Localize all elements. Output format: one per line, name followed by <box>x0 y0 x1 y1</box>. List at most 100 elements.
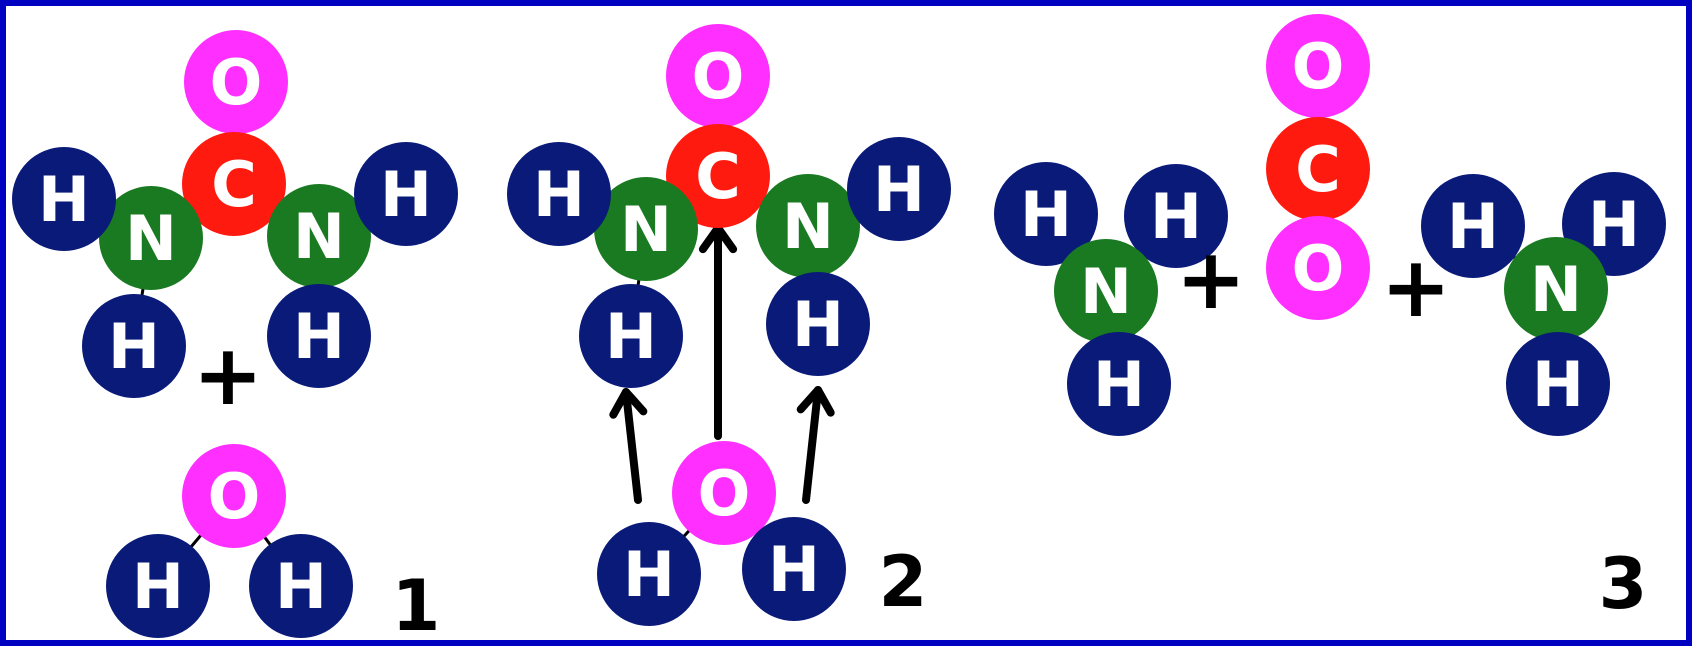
urea-2-hydrogen-atom: H <box>766 272 870 376</box>
hydrogen-atom-symbol: H <box>108 310 160 383</box>
oxygen-atom-disc <box>666 24 770 128</box>
plus-sign-1: + <box>193 326 263 424</box>
step-label-3: 3 <box>1599 543 1648 625</box>
step-label-2: 2 <box>879 541 928 623</box>
nitrogen-atom-symbol: N <box>782 190 834 263</box>
ammonia-1-hydrogen-atom: H <box>994 162 1098 266</box>
carbon-atom-disc <box>1266 117 1370 221</box>
hydrogen-atom-disc <box>1421 174 1525 278</box>
ammonia-2-hydrogen-atom: H <box>1421 174 1525 278</box>
carbon-atom-symbol: C <box>695 140 741 213</box>
nitrogen-atom-symbol: N <box>1530 253 1582 326</box>
reaction-arrow <box>609 388 648 504</box>
carbon-atom-disc <box>182 132 286 236</box>
hydrogen-atom-disc <box>597 522 701 626</box>
urea-1-hydrogen-atom: H <box>354 142 458 246</box>
urea-1-oxygen-atom: O <box>184 30 288 134</box>
hydrogen-atom-disc <box>579 284 683 388</box>
urea-1-carbon-atom: C <box>182 132 286 236</box>
carbon-atom-symbol: C <box>211 148 257 221</box>
urea-2-nitrogen-left-atom: N <box>594 177 698 281</box>
co2-carbon-atom: C <box>1266 117 1370 221</box>
hydrogen-atom-symbol: H <box>873 153 925 226</box>
urea-1-hydrogen-atom: H <box>12 147 116 251</box>
water-2-hydrogen-atom: H <box>597 522 701 626</box>
plus-sign-3: + <box>1381 238 1451 336</box>
urea-1-hydrogen-atom: H <box>267 284 371 388</box>
oxygen-atom-symbol: O <box>698 457 751 530</box>
water-1-oxygen-atom: O <box>182 444 286 548</box>
nitrogen-atom-disc <box>99 186 203 290</box>
oxygen-atom-symbol: O <box>692 40 745 113</box>
urea-2-hydrogen-atom: H <box>507 142 611 246</box>
hydrogen-atom-disc <box>742 517 846 621</box>
arrow-head <box>609 388 648 419</box>
urea-2-oxygen-atom: O <box>666 24 770 128</box>
text-layer: + + + 1 2 3 <box>193 230 1648 640</box>
water-1-hydrogen-atom: H <box>249 534 353 638</box>
ammonia-2-hydrogen-atom: H <box>1506 332 1610 436</box>
hydrogen-atom-disc <box>1506 332 1610 436</box>
hydrogen-atom-disc <box>1067 332 1171 436</box>
oxygen-atom-symbol: O <box>210 46 263 119</box>
hydrogen-atom-disc <box>766 272 870 376</box>
nitrogen-atom-disc <box>594 177 698 281</box>
reaction-arrow <box>796 386 835 504</box>
nitrogen-atom-symbol: N <box>293 200 345 273</box>
hydrogen-atom-symbol: H <box>380 158 432 231</box>
urea-1-nitrogen-left-atom: N <box>99 186 203 290</box>
hydrogen-atom-disc <box>106 534 210 638</box>
oxygen-atom-symbol: O <box>1292 30 1345 103</box>
water-2-oxygen-atom: O <box>672 441 776 545</box>
ammonia-2-nitrogen-atom: N <box>1504 237 1608 341</box>
hydrogen-atom-disc <box>82 294 186 398</box>
hydrogen-atom-symbol: H <box>1020 178 1072 251</box>
water-1-hydrogen-atom: H <box>106 534 210 638</box>
urea-1-nitrogen-right-atom: N <box>267 184 371 288</box>
urea-2-hydrogen-atom: H <box>579 284 683 388</box>
hydrogen-atom-symbol: H <box>1093 348 1145 421</box>
urea-2-carbon-atom: C <box>666 124 770 228</box>
water-2-hydrogen-atom: H <box>742 517 846 621</box>
arrow-shaft <box>622 388 642 504</box>
hydrogen-atom-symbol: H <box>1150 180 1202 253</box>
hydrogen-atom-symbol: H <box>1588 188 1640 261</box>
carbon-atom-symbol: C <box>1295 133 1341 206</box>
hydrogen-atom-disc <box>847 137 951 241</box>
hydrogen-atom-symbol: H <box>768 533 820 606</box>
hydrogen-atom-disc <box>249 534 353 638</box>
hydrogen-atom-disc <box>507 142 611 246</box>
oxygen-atom-disc <box>182 444 286 548</box>
hydrogen-atom-symbol: H <box>605 300 657 373</box>
oxygen-atom-disc <box>1266 14 1370 118</box>
hydrogen-atom-disc <box>354 142 458 246</box>
hydrogen-atom-disc <box>994 162 1098 266</box>
oxygen-atom-disc <box>1266 216 1370 320</box>
step-label-1: 1 <box>392 565 441 640</box>
hydrogen-atom-disc <box>12 147 116 251</box>
hydrogen-atom-symbol: H <box>275 550 327 623</box>
arrow-shaft <box>802 386 822 504</box>
hydrogen-atom-symbol: H <box>1532 348 1584 421</box>
ammonia-1-hydrogen-atom: H <box>1067 332 1171 436</box>
hydrogen-atom-disc <box>267 284 371 388</box>
carbon-atom-disc <box>666 124 770 228</box>
nitrogen-atom-disc <box>756 174 860 278</box>
urea-2-hydrogen-atom: H <box>847 137 951 241</box>
urea-1-hydrogen-atom: H <box>82 294 186 398</box>
hydrogen-atom-disc <box>1124 164 1228 268</box>
hydrogen-atom-symbol: H <box>293 300 345 373</box>
hydrogen-atom-symbol: H <box>533 158 585 231</box>
ammonia-1-nitrogen-atom: N <box>1054 239 1158 343</box>
plus-sign-2: + <box>1176 230 1246 328</box>
nitrogen-atom-symbol: N <box>620 193 672 266</box>
hydrogen-atom-symbol: H <box>38 163 90 236</box>
hydrogen-atom-symbol: H <box>623 538 675 611</box>
nitrogen-atom-symbol: N <box>125 202 177 275</box>
ammonia-1-hydrogen-atom: H <box>1124 164 1228 268</box>
reaction-arrow <box>698 224 738 440</box>
nitrogen-atom-symbol: N <box>1080 255 1132 328</box>
oxygen-atom-disc <box>672 441 776 545</box>
